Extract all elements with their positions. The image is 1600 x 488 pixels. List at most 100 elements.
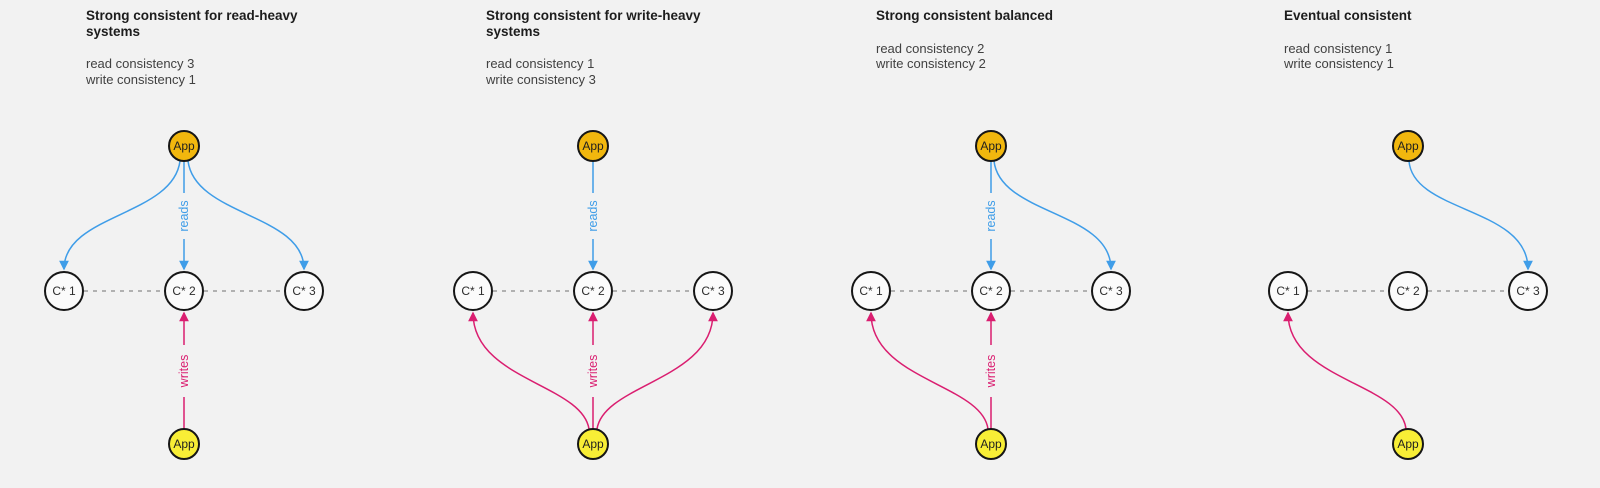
node-circle	[1508, 271, 1548, 311]
panel-eventual-header: Eventual consistent read consistency 1 w…	[1284, 8, 1554, 72]
node-circle	[1388, 271, 1428, 311]
label-background	[982, 345, 1000, 397]
node-circle	[1091, 271, 1131, 311]
node-circle	[453, 271, 493, 311]
panel-write-heavy-header: Strong consistent for write-heavy system…	[486, 8, 756, 87]
panel-write-heavy-diagram: reads writes App C* 1 C* 2 C* 3	[453, 130, 733, 460]
writes-label: writes	[584, 345, 602, 397]
svg-text:C* 1: C* 1	[1276, 284, 1300, 298]
svg-text:App: App	[980, 139, 1002, 153]
write-consistency-stat: write consistency 1	[86, 71, 196, 87]
svg-text:reads: reads	[984, 200, 998, 231]
cassandra-node-2: C* 2	[573, 271, 613, 311]
svg-text:C* 3: C* 3	[292, 284, 316, 298]
svg-text:reads: reads	[586, 200, 600, 231]
app-node-bottom: App	[168, 428, 200, 460]
app-circle	[168, 130, 200, 162]
panel-read-heavy-diagram: reads writes App C* 1 C* 2 C* 3	[44, 130, 324, 460]
app-circle	[975, 130, 1007, 162]
svg-text:C* 3: C* 3	[701, 284, 725, 298]
panel-title-line2: systems	[486, 23, 541, 39]
writes-label: writes	[175, 345, 193, 397]
node-circle	[971, 271, 1011, 311]
svg-text:App: App	[1397, 437, 1419, 451]
read-arrow	[59, 160, 181, 271]
app-node-bottom: App	[577, 428, 609, 460]
panel-title-line1: Strong consistent for read-heavy	[86, 8, 298, 23]
panel-balanced-diagram: reads writes App C* 1 C* 2 C* 3	[851, 130, 1131, 460]
reads-label: reads	[982, 193, 1000, 239]
svg-text:C* 3: C* 3	[1099, 284, 1123, 298]
panel-stats: read consistency 1 write consistency 3	[486, 56, 756, 87]
app-circle	[577, 428, 609, 460]
cassandra-node-2: C* 2	[971, 271, 1011, 311]
writes-label: writes	[982, 345, 1000, 397]
svg-text:App: App	[582, 139, 604, 153]
label-background	[982, 193, 1000, 239]
panel-title: Strong consistent for write-heavy system…	[486, 8, 756, 39]
svg-text:reads: reads	[177, 200, 191, 231]
panel-read-heavy-header: Strong consistent for read-heavy systems…	[86, 8, 356, 87]
svg-text:writes: writes	[586, 355, 600, 389]
app-circle	[168, 428, 200, 460]
app-node-bottom: App	[1392, 428, 1424, 460]
svg-text:C* 1: C* 1	[859, 284, 883, 298]
app-circle	[1392, 428, 1424, 460]
write-consistency-stat: write consistency 3	[486, 71, 596, 87]
node-circle	[693, 271, 733, 311]
write-consistency-stat: write consistency 1	[1284, 56, 1394, 71]
svg-text:C* 2: C* 2	[1396, 284, 1420, 298]
label-background	[584, 193, 602, 239]
app-circle	[975, 428, 1007, 460]
write-arrow	[866, 311, 989, 430]
panel-stats: read consistency 2 write consistency 2	[876, 41, 1146, 72]
panel-stats: read consistency 1 write consistency 1	[1284, 41, 1554, 72]
svg-text:App: App	[1397, 139, 1419, 153]
read-arrow	[1408, 160, 1533, 271]
svg-text:C* 2: C* 2	[979, 284, 1003, 298]
cassandra-node-2: C* 2	[164, 271, 204, 311]
cassandra-node-1: C* 1	[1268, 271, 1308, 311]
reads-label: reads	[175, 193, 193, 239]
write-arrow	[468, 311, 590, 430]
read-consistency-stat: read consistency 1	[486, 56, 595, 71]
svg-text:App: App	[980, 437, 1002, 451]
svg-text:App: App	[173, 437, 195, 451]
node-circle	[44, 271, 84, 311]
app-circle	[1392, 130, 1424, 162]
panel-title-line1: Eventual consistent	[1284, 8, 1412, 23]
node-circle	[164, 271, 204, 311]
write-consistency-stat: write consistency 2	[876, 56, 986, 71]
panel-balanced-header: Strong consistent balanced read consiste…	[876, 8, 1146, 72]
panel-title: Strong consistent balanced	[876, 8, 1146, 24]
cassandra-node-1: C* 1	[44, 271, 84, 311]
read-consistency-stat: read consistency 1	[1284, 40, 1393, 56]
svg-text:writes: writes	[984, 355, 998, 389]
reads-label: reads	[584, 193, 602, 239]
cassandra-node-1: C* 1	[851, 271, 891, 311]
svg-text:C* 1: C* 1	[461, 284, 485, 298]
node-circle	[1268, 271, 1308, 311]
svg-text:C* 2: C* 2	[581, 284, 605, 298]
cassandra-node-2: C* 2	[1388, 271, 1428, 311]
node-circle	[284, 271, 324, 311]
svg-text:C* 2: C* 2	[172, 284, 196, 298]
app-node-top: App	[975, 130, 1007, 162]
node-circle	[851, 271, 891, 311]
svg-text:App: App	[173, 139, 195, 153]
label-background	[584, 345, 602, 397]
cassandra-node-3: C* 3	[1508, 271, 1548, 311]
app-node-top: App	[577, 130, 609, 162]
cassandra-node-3: C* 3	[284, 271, 324, 311]
app-node-top: App	[168, 130, 200, 162]
app-node-top: App	[1392, 130, 1424, 162]
cassandra-node-1: C* 1	[453, 271, 493, 311]
panel-stats: read consistency 3 write consistency 1	[86, 56, 356, 87]
panel-title-line1: Strong consistent balanced	[876, 8, 1054, 23]
read-consistency-stat: read consistency 2	[876, 40, 985, 56]
read-consistency-stat: read consistency 3	[86, 56, 195, 71]
cassandra-node-3: C* 3	[1091, 271, 1131, 311]
app-node-bottom: App	[975, 428, 1007, 460]
